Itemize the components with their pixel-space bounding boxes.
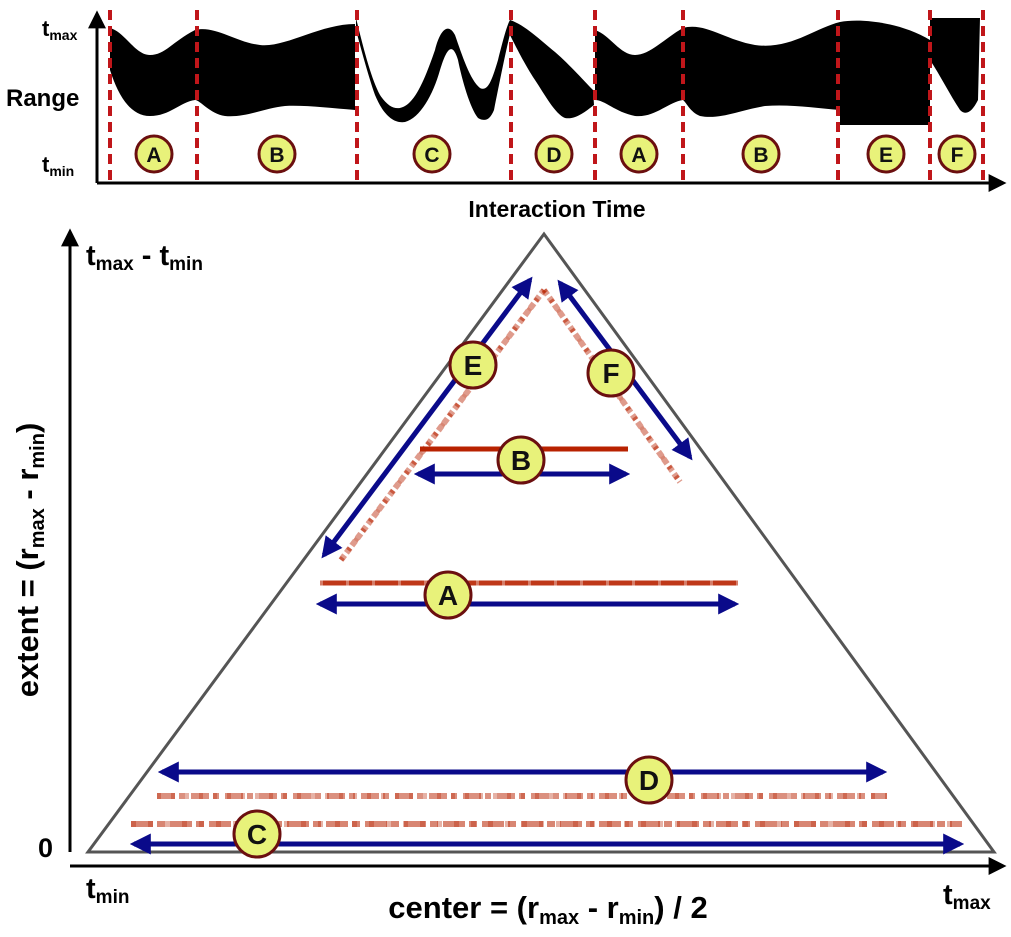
center-axis-label: center = (rmax - rmin) / 2: [388, 890, 707, 929]
extent-zero-label: 0: [38, 833, 53, 863]
svg-text:C: C: [247, 819, 267, 850]
trace-marker: D: [624, 755, 674, 805]
trace-marker: B: [496, 435, 546, 485]
trace-e: [338, 288, 547, 562]
timeline-x-axis-label: Interaction Time: [468, 196, 645, 222]
extent-center-panel: E F B A D C tmax - tmin 0 extent = (rmax…: [10, 228, 1007, 929]
trace-marker: E: [448, 340, 498, 390]
extent-max-label: tmax - tmin: [86, 240, 203, 275]
svg-text:A: A: [146, 144, 161, 167]
svg-text:E: E: [879, 144, 893, 167]
segment-marker: D: [534, 134, 574, 174]
center-max-label: tmax: [943, 879, 991, 914]
segment-marker: A: [134, 134, 174, 174]
state-triangle: [85, 231, 997, 854]
center-min-label: tmin: [86, 873, 129, 908]
segment-marker: B: [741, 134, 781, 174]
svg-text:F: F: [602, 358, 619, 389]
svg-text:B: B: [269, 144, 284, 167]
svg-text:A: A: [438, 580, 458, 611]
svg-text:D: D: [546, 144, 561, 167]
segment-marker: F: [937, 134, 977, 174]
range-band: [110, 24, 355, 117]
svg-text:A: A: [631, 144, 646, 167]
timeline-y-min-label: tmin: [42, 152, 74, 179]
svg-text:B: B: [753, 144, 768, 167]
segment-marker: C: [412, 134, 452, 174]
timeline-y-axis-label: Range: [6, 85, 79, 112]
svg-text:C: C: [424, 144, 439, 167]
trace-marker: C: [232, 809, 282, 859]
segment-marker: B: [257, 134, 297, 174]
timeline-panel: tmax Range tmin Interaction Time A B C D…: [6, 10, 1007, 222]
segment-marker: E: [866, 134, 906, 174]
svg-text:B: B: [511, 445, 531, 476]
trace-marker: A: [423, 570, 473, 620]
svg-text:E: E: [464, 350, 483, 381]
timeline-y-max-label: tmax: [42, 16, 78, 43]
segment-marker: A: [619, 134, 659, 174]
svg-text:F: F: [951, 144, 964, 167]
svg-text:D: D: [639, 765, 659, 796]
segment-dividers: [108, 10, 985, 183]
trace-marker: F: [586, 348, 636, 398]
arrow-e: [321, 276, 533, 559]
extent-axis-label: extent = (rmax - rmin): [10, 423, 49, 698]
